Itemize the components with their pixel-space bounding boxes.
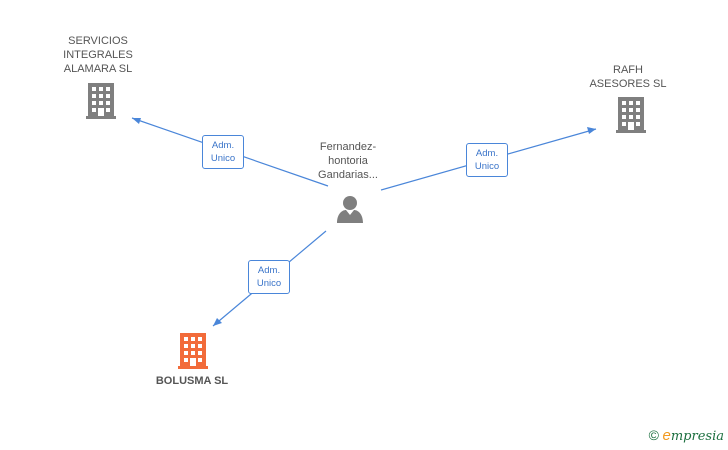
logo-initial: e	[662, 427, 671, 444]
person-label[interactable]: Fernandez- hontoria Gandarias...	[318, 141, 378, 181]
relation-role-line1: Adm.	[211, 140, 235, 151]
empresia-logo: © empresia	[649, 427, 724, 444]
relation-role-line2: Unico	[256, 278, 282, 289]
arrow-to-rafh	[587, 127, 596, 134]
relation-role-line1: Adm.	[257, 265, 281, 276]
building-icon[interactable]	[616, 97, 646, 133]
building-icon[interactable]	[86, 83, 116, 119]
relation-badge-bolusma[interactable]: Adm. Unico	[248, 260, 290, 294]
company-label-rafh[interactable]: RAFH ASESORES SL	[589, 64, 667, 90]
company-label-bolusma[interactable]: BOLUSMA SL	[155, 375, 229, 387]
relation-badge-servicios[interactable]: Adm. Unico	[202, 135, 244, 169]
company-label-servicios[interactable]: SERVICIOS INTEGRALES ALAMARA SL	[63, 35, 133, 75]
arrow-to-servicios	[132, 118, 141, 124]
relation-role-line2: Unico	[474, 161, 500, 172]
logo-text: mpresia	[670, 429, 724, 444]
relation-badge-rafh[interactable]: Adm. Unico	[466, 143, 508, 177]
arrow-to-bolusma	[213, 318, 222, 326]
building-icon[interactable]	[178, 333, 208, 369]
relation-role-line2: Unico	[210, 153, 236, 164]
copyright-symbol: ©	[648, 427, 659, 443]
person-icon[interactable]	[336, 195, 364, 223]
relation-role-line1: Adm.	[475, 148, 499, 159]
